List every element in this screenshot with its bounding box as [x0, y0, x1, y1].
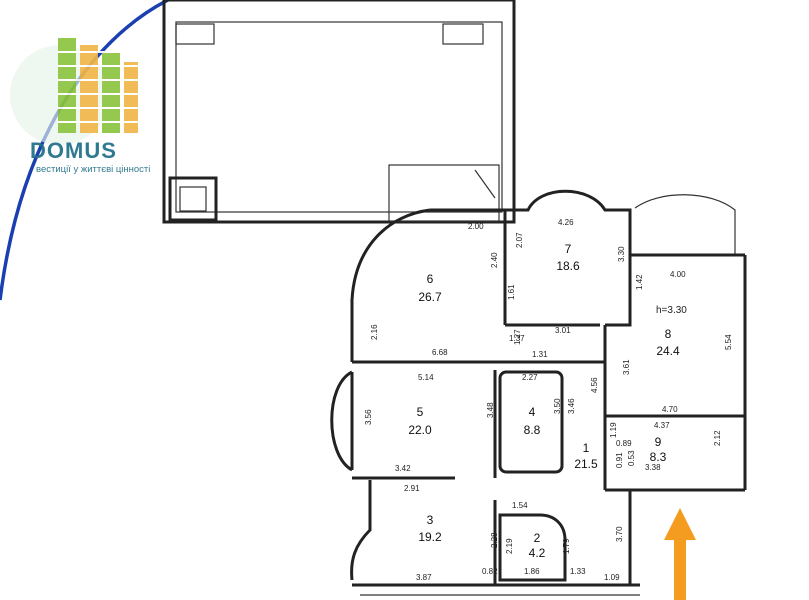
terrace	[162, 0, 516, 224]
dimension-label: 4.70	[662, 405, 678, 414]
dimension-label: 6.68	[432, 348, 448, 357]
dimension-label: 1.86	[524, 567, 540, 576]
dimension-label: 3.48	[486, 402, 495, 418]
room-3-number: 3	[427, 513, 434, 527]
room-2-area: 4.2	[529, 546, 546, 560]
dimension-label: 3.70	[615, 526, 624, 542]
dimension-label: 4.00	[670, 270, 686, 279]
dimension-label: 3.30	[617, 246, 626, 262]
room-9-number: 9	[655, 435, 662, 449]
room-6-area: 26.7	[418, 290, 442, 304]
room-8-number: 8	[665, 327, 672, 341]
entrance-arrow	[664, 508, 696, 600]
dimension-label: 2.16	[370, 324, 379, 340]
room-9-area: 8.3	[650, 450, 667, 464]
room-labels: 6 26.7 7 18.6 8 24.4 5 22.0 4 8.8 1 21.5…	[408, 242, 687, 560]
dimension-label: 0.82	[482, 567, 498, 576]
dimension-label: 1.61	[507, 284, 516, 300]
dimension-label: 1.27	[513, 329, 522, 345]
dimension-label: 1.09	[604, 573, 620, 582]
dimension-label: 3.46	[567, 398, 576, 414]
room-3-area: 19.2	[418, 530, 442, 544]
dimension-label: 2.00	[468, 222, 484, 231]
dimension-label: 1.33	[570, 567, 586, 576]
dimension-label: 3.42	[395, 464, 411, 473]
room-8-area: 24.4	[656, 344, 680, 358]
dimension-label: 1.19	[609, 422, 618, 438]
room-5-number: 5	[417, 405, 424, 419]
dimension-label: 5.14	[418, 373, 434, 382]
dimension-label: 4.37	[654, 421, 670, 430]
dimension-label: 3.50	[553, 398, 562, 414]
dimension-label: 1.31	[532, 350, 548, 359]
room-2-number: 2	[534, 531, 541, 545]
dimension-label: 4.56	[590, 377, 599, 393]
dimension-label: 3.61	[622, 359, 631, 375]
dimension-label: 1.42	[635, 274, 644, 290]
room-4-number: 4	[529, 405, 536, 419]
logo-tagline: вестиції у життєві цінності	[36, 164, 150, 175]
room-5-area: 22.0	[408, 423, 432, 437]
dimension-label: 2.28	[490, 532, 499, 548]
room-7-number: 7	[565, 242, 572, 256]
dimension-label: 2.27	[522, 373, 538, 382]
dimension-label: 0.91	[615, 452, 624, 468]
dimension-label: 2.12	[713, 430, 722, 446]
apartment-walls	[330, 189, 747, 596]
dimension-label: 2.19	[505, 538, 514, 554]
dimension-label: 3.87	[416, 573, 432, 582]
dimension-label: 1.79	[562, 538, 571, 554]
dimension-label: 5.54	[724, 334, 733, 350]
logo-brand: DOMUS	[30, 138, 117, 163]
dimension-label: 1.37	[509, 334, 525, 343]
dimension-label: 3.56	[364, 409, 373, 425]
dimension-label: 3.38	[645, 463, 661, 472]
room-1-area: 21.5	[574, 457, 598, 471]
dimension-label: 4.26	[558, 218, 574, 227]
dimension-label: 2.07	[515, 232, 524, 248]
dimension-label: 3.01	[555, 326, 571, 335]
room-6-number: 6	[427, 272, 434, 286]
dimension-label: 0.53	[627, 450, 636, 466]
room-1-number: 1	[583, 441, 590, 455]
dimension-label: 1.54	[512, 501, 528, 510]
domus-logo: DOMUS вестиції у життєві цінності	[10, 38, 150, 175]
room-4-area: 8.8	[524, 423, 541, 437]
dimension-label: 0.89	[616, 439, 632, 448]
dimension-label: 2.40	[490, 252, 499, 268]
dimension-label: 2.91	[404, 484, 420, 493]
dimension-labels: 2.00 2.40 1.61 2.07 4.26 3.30 4.00 1.42 …	[364, 218, 733, 582]
height-note: h=3.30	[656, 305, 687, 316]
room-7-area: 18.6	[556, 259, 580, 273]
